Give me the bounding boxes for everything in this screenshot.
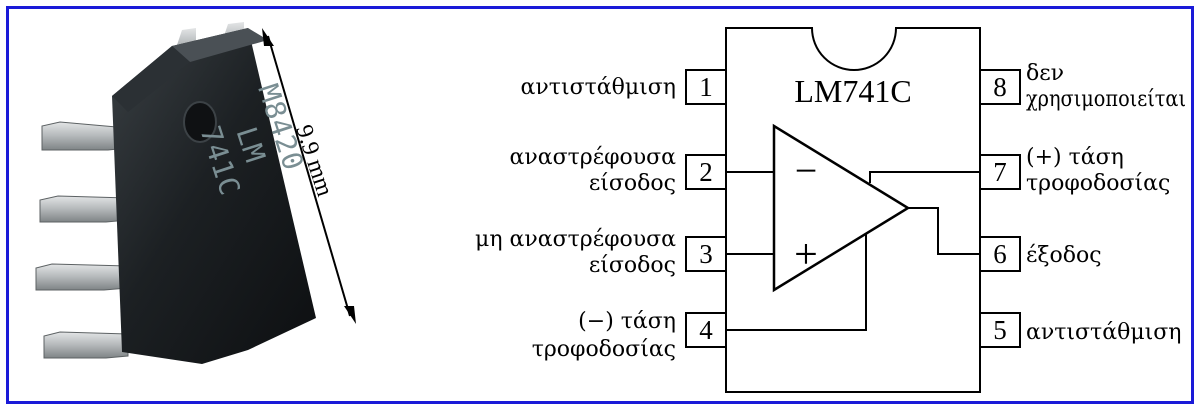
pin-7-label-line-1: (+) τάση <box>1026 145 1124 170</box>
pin-8-label-line-1: δεν <box>1026 61 1064 86</box>
pin-1-label: αντιστάθμιση <box>521 75 676 100</box>
pin-4-label-line-1: (−) τάση <box>578 309 676 334</box>
package-outline <box>725 27 981 393</box>
pin-8-label-line-2: χρησιμοποιείται <box>1026 87 1186 112</box>
pin-box-2 <box>685 154 727 190</box>
wire-pin4 <box>726 233 867 331</box>
right-pin-labels: δεν χρησιμοποιείται (+) τάση τροφοδοσίας… <box>1026 61 1186 345</box>
pin-number-8: 8 <box>993 72 1007 102</box>
pin-3-label-line-1: μη αναστρέφουσα <box>475 227 676 252</box>
pin-2-label-line-2: είσοδος <box>589 171 676 196</box>
chip-marking: M8420 LM 741C <box>193 80 310 200</box>
opamp-triangle <box>772 123 911 293</box>
pin1-dimple <box>183 101 217 143</box>
inverting-symbol: − <box>795 148 818 193</box>
pin-box-3 <box>685 236 727 272</box>
chip-body <box>112 28 316 364</box>
pin-number-2: 2 <box>699 157 713 187</box>
pin-box-7 <box>979 154 1021 190</box>
pin-number-4: 4 <box>699 315 713 345</box>
pin-7-label-line-2: τροφοδοσίας <box>1026 171 1170 196</box>
pin-number-6: 6 <box>993 239 1007 269</box>
wire-output <box>908 207 980 255</box>
pin-box-1 <box>685 69 727 105</box>
pin-number-5: 5 <box>993 315 1007 345</box>
ic-photo: M8420 LM 741C 9.9 mm <box>35 22 356 364</box>
pin-5-label: αντιστάθμιση <box>1026 320 1181 345</box>
pin-box-8 <box>979 69 1021 105</box>
pin-4-label-line-2: τροφοδοσίας <box>532 337 676 362</box>
pin-number-3: 3 <box>699 239 713 269</box>
dimension-arrow <box>262 28 356 324</box>
pin-box-6 <box>979 236 1021 272</box>
pin-box-5 <box>979 312 1021 348</box>
left-pin-labels: αντιστάθμιση αναστρέφουσα είσοδος μη ανα… <box>475 75 676 362</box>
pin-3-label-line-2: είσοδος <box>589 253 676 278</box>
pin-2-label-line-1: αναστρέφουσα <box>509 145 676 170</box>
pin-number-1: 1 <box>699 72 713 102</box>
chip-title: LM741C <box>794 73 911 109</box>
noninverting-symbol: + <box>794 232 818 278</box>
pin-box-4 <box>685 312 727 348</box>
wire-pin7 <box>869 171 980 183</box>
pin-numbers: 1 2 3 4 8 7 6 5 <box>699 72 1007 345</box>
pin-number-7: 7 <box>993 157 1007 187</box>
photo-pins-front <box>35 121 129 359</box>
pin-6-label: έξοδος <box>1026 243 1102 268</box>
pinout-diagram <box>685 27 1021 393</box>
